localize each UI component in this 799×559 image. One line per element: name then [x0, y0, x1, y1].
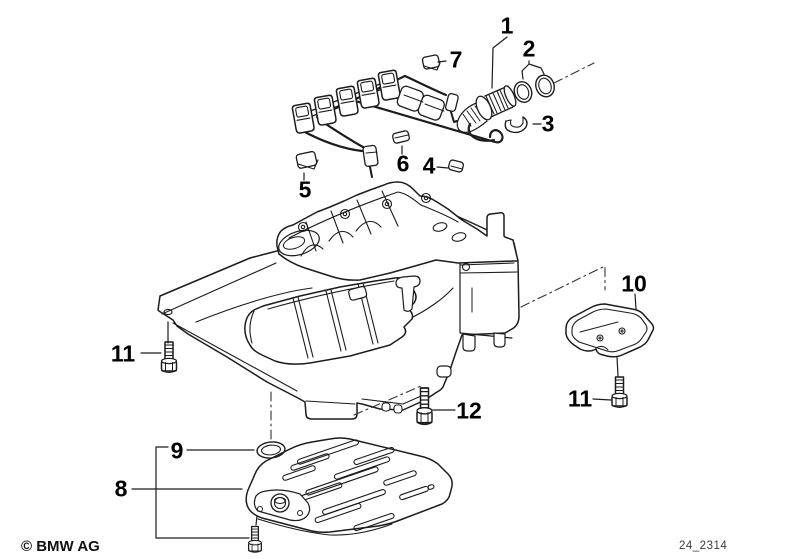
vent-nub [395, 275, 421, 312]
o-ring-pair [513, 74, 555, 103]
callout-5[interactable]: 5 [298, 176, 312, 203]
clip-7 [421, 54, 441, 71]
callout-6[interactable]: 6 [396, 150, 410, 177]
callout-10[interactable]: 10 [621, 270, 647, 297]
round-plug-housing [456, 85, 517, 133]
cover-5 [295, 150, 319, 170]
plug-4 [447, 159, 465, 173]
copyright-notice: © BMW AG [21, 538, 100, 555]
gasket-ring-9 [256, 441, 286, 459]
hanging-connector [362, 144, 379, 178]
accumulator-cover [244, 277, 417, 365]
callout-11-left[interactable]: 11 [110, 340, 136, 367]
strainer-screw [247, 525, 263, 553]
bolt-11-right [611, 376, 628, 409]
diagram-code: 24_2314 [679, 540, 728, 552]
center-lines [270, 62, 606, 441]
callout-4[interactable]: 4 [422, 152, 436, 179]
oil-strainer-8 [245, 437, 453, 536]
callout-11-right[interactable]: 11 [567, 385, 593, 412]
callout-7[interactable]: 7 [449, 46, 463, 73]
pin-connector [444, 93, 459, 123]
mount-pad [348, 285, 368, 301]
callout-8[interactable]: 8 [114, 475, 128, 502]
plug-6 [392, 130, 410, 144]
callout-9[interactable]: 9 [170, 437, 184, 464]
cable-clip-3 [504, 116, 528, 134]
bolt-11-left [160, 341, 178, 374]
leader-lines [131, 36, 637, 539]
callout-2[interactable]: 2 [522, 35, 536, 62]
pan-cover-10 [565, 303, 655, 358]
callout-3[interactable]: 3 [541, 110, 555, 137]
wiring-harness [291, 69, 504, 178]
callout-1[interactable]: 1 [500, 12, 514, 39]
solenoid-connectors [396, 85, 445, 121]
callout-12[interactable]: 12 [456, 397, 482, 424]
